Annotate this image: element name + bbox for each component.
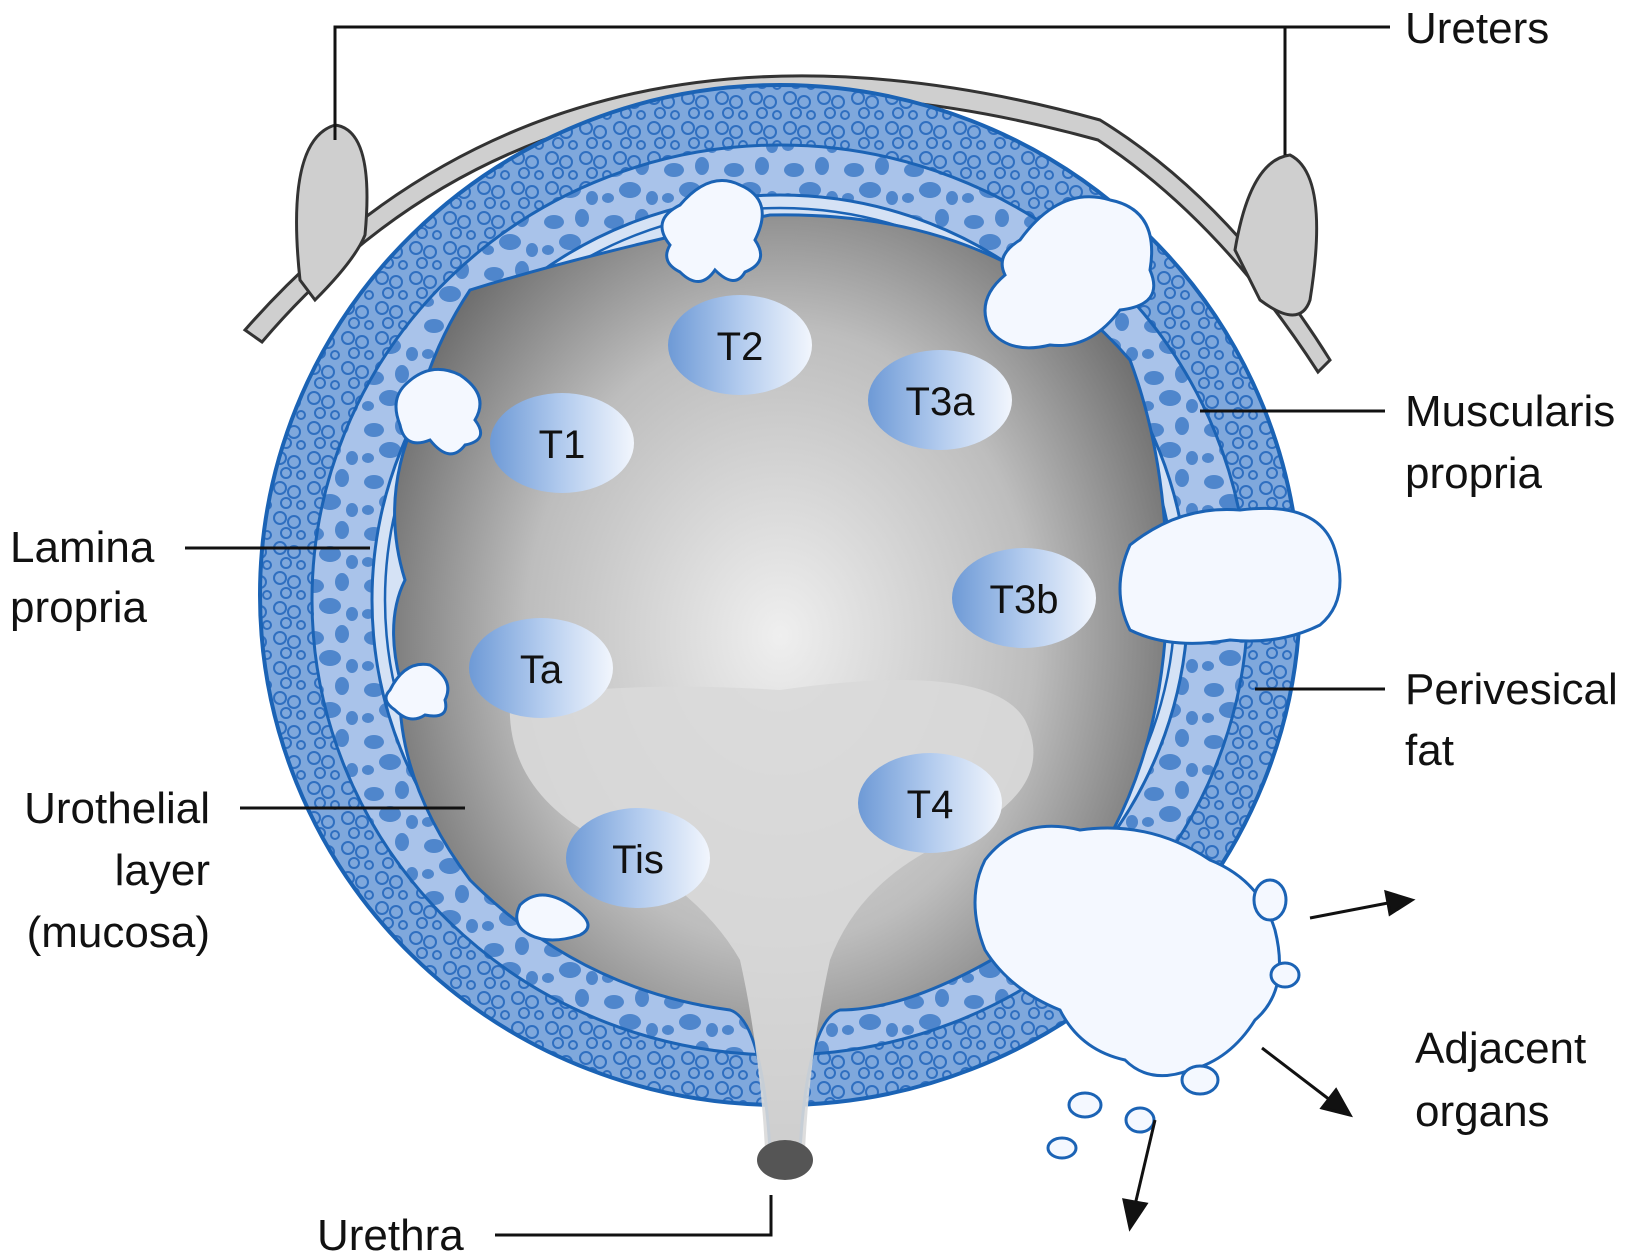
leader-ureters [333, 25, 1287, 155]
arrow-down [1133, 1119, 1157, 1206]
tumor-t4-fragment [1269, 961, 1301, 989]
label-muscularis-1: Muscularis [1405, 387, 1615, 436]
arrow-down-head [1122, 1198, 1149, 1232]
label-perivesical-1: Perivesical [1405, 665, 1618, 714]
tumor-t4 [973, 824, 1281, 1078]
label-urothelial-2: layer [115, 846, 210, 895]
ureter-right [1233, 153, 1319, 317]
tumor-t4-fragment [1180, 1064, 1220, 1096]
stage-oval-t4 [858, 753, 1002, 853]
tumors [384, 179, 1342, 1160]
tumor-tis [515, 893, 590, 942]
tumor-t3a [983, 195, 1156, 350]
tumor-ta [384, 662, 450, 721]
stage-oval-t1 [490, 393, 634, 493]
tumor-t4-fragment [1124, 1106, 1156, 1134]
tumor-t1 [394, 367, 483, 456]
stage-label-ta: Ta [520, 648, 563, 692]
label-adjacent-2: organs [1415, 1087, 1550, 1136]
stage-oval-t2 [668, 295, 812, 395]
arrow-down-right [1261, 1046, 1331, 1102]
stage-label-t1: T1 [539, 423, 586, 467]
stage-oval-t3b [952, 548, 1096, 648]
leader-urethra [495, 1195, 773, 1237]
urethra-tip [757, 1140, 813, 1180]
label-urethra: Urethra [317, 1211, 464, 1257]
label-urothelial-1: Urothelial [24, 784, 210, 833]
arrow-right [1309, 901, 1389, 920]
label-lamina-1: Lamina [10, 523, 155, 572]
arrow-down-right-head [1319, 1087, 1354, 1118]
label-urothelial-3: (mucosa) [27, 908, 210, 957]
leader-lines [185, 25, 1390, 1237]
tumor-t4-fragment [1046, 1136, 1078, 1160]
label-perivesical-2: fat [1405, 726, 1454, 775]
stage-oval-ta [469, 618, 613, 718]
tumor-t2 [660, 179, 764, 283]
tumor-t4-fragment [1252, 878, 1288, 922]
label-ureters: Ureters [1405, 4, 1549, 53]
tumor-t4-fragment [1067, 1091, 1103, 1119]
stage-label-t4: T4 [907, 783, 954, 827]
stage-markers: T2 T3a T1 T3b Ta T4 Tis [469, 295, 1096, 908]
stage-oval-t3a [868, 350, 1012, 450]
label-muscularis-2: propria [1405, 449, 1542, 498]
stage-label-t3a: T3a [906, 380, 976, 424]
tumor-t3b [1118, 506, 1342, 645]
arrow-right-head [1384, 889, 1416, 917]
label-adjacent-1: Adjacent [1415, 1024, 1586, 1073]
stage-oval-tis [566, 808, 710, 908]
label-lamina-2: propria [10, 583, 147, 632]
stage-label-t3b: T3b [990, 578, 1059, 622]
stage-label-t2: T2 [717, 325, 764, 369]
stage-label-tis: Tis [612, 838, 664, 882]
labels: Ureters Muscularis propria Lamina propri… [10, 4, 1618, 1257]
ureter-left [295, 123, 369, 303]
spread-arrows [1122, 889, 1416, 1232]
